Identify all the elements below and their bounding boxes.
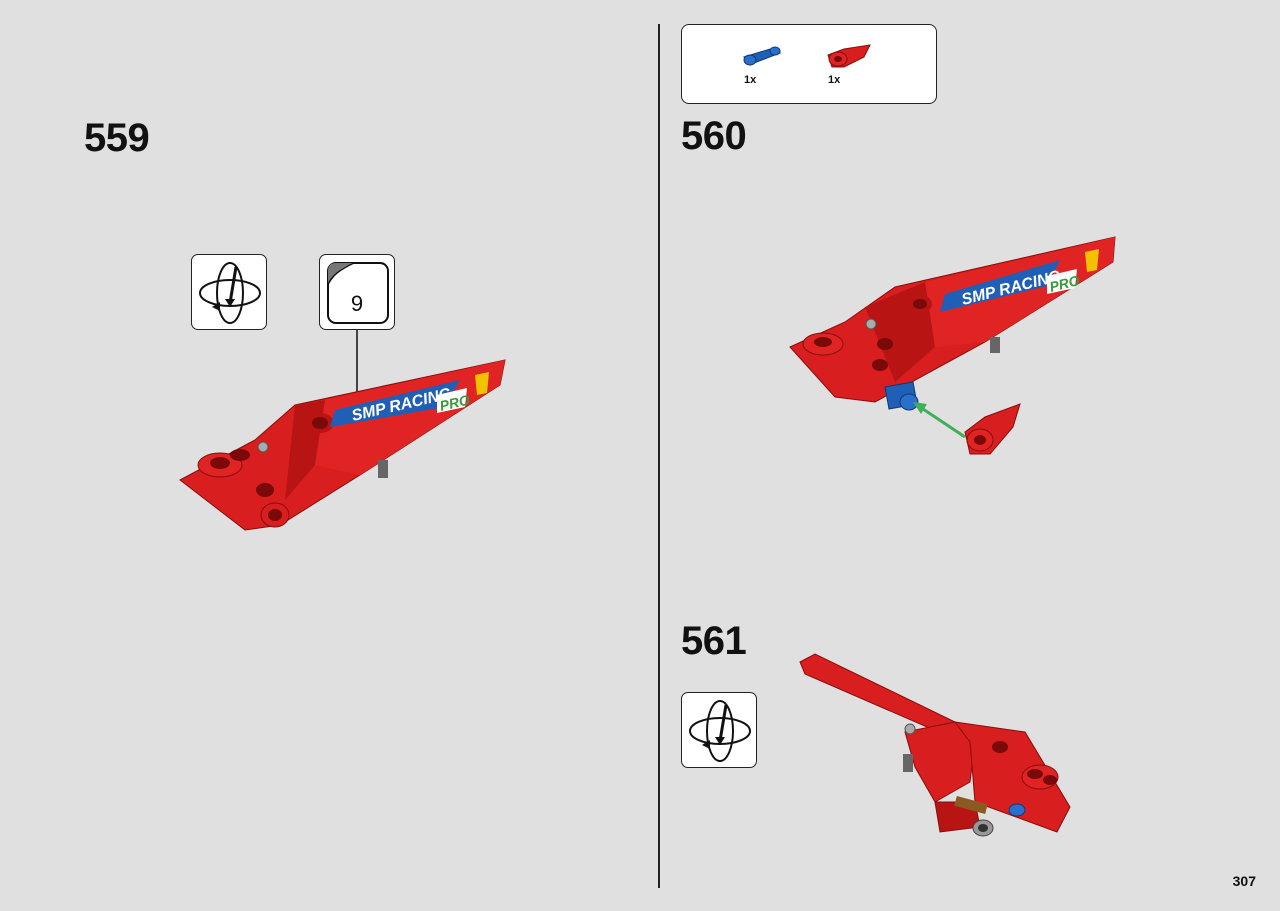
step-561-model bbox=[799, 653, 1071, 837]
sticker-number: 9 bbox=[350, 291, 364, 316]
step-559-number: 559 bbox=[84, 116, 150, 160]
rotate-model-icon bbox=[191, 254, 267, 330]
parts-list-box: 1x 1x bbox=[681, 24, 937, 104]
step-560-model: SMP RACING PRO bbox=[789, 236, 1116, 455]
red-panel-qty: 1x bbox=[828, 74, 841, 86]
blue-axle-pin-part bbox=[742, 46, 782, 66]
red-panel-part bbox=[827, 44, 871, 68]
step-559-decal-class: PRO bbox=[438, 391, 471, 413]
step-561-number: 561 bbox=[681, 619, 747, 663]
step-560-number: 560 bbox=[681, 114, 747, 158]
page-divider bbox=[658, 24, 660, 888]
step-559-model: SMP RACING PRO bbox=[179, 359, 506, 531]
page-number: 307 bbox=[1232, 873, 1256, 889]
blue-axle-pin-qty: 1x bbox=[744, 74, 757, 86]
rotate-model-icon bbox=[681, 692, 757, 768]
sticker-icon: 9 bbox=[319, 254, 395, 330]
step-560-decal-class: PRO bbox=[1048, 272, 1081, 295]
